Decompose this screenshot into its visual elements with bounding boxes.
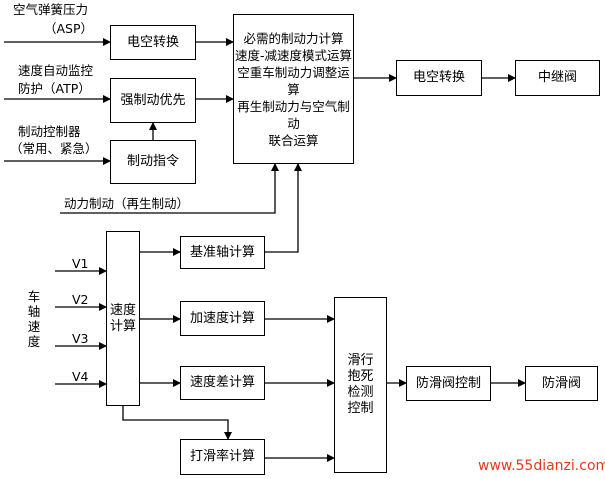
label-axle-speed: 车轴速度 <box>27 289 41 349</box>
label-atp-line2: 防护（ATP） <box>18 81 91 96</box>
box-speed-calc: 速度 计算 <box>106 231 140 406</box>
box-speed-difference-calc: 速度差计算 <box>180 366 265 400</box>
label-v1: V1 <box>72 256 89 271</box>
box-acceleration-calc: 加速度计算 <box>180 301 265 336</box>
label-v4: V4 <box>72 369 89 384</box>
box-reference-axle-calc: 基准轴计算 <box>180 236 265 269</box>
box-anti-skid-valve: 防滑阀 <box>525 366 598 401</box>
box-strong-brake-priority: 强制动优先 <box>110 78 196 123</box>
box-electro-pneumatic-2: 电空转换 <box>396 60 482 96</box>
label-controller-line2: （常用、紧急） <box>10 141 98 156</box>
watermark: www.55dianzi.com <box>478 458 605 474</box>
wire-sc-slip <box>122 406 232 440</box>
box-anti-skid-valve-control: 防滑阀控制 <box>406 366 491 401</box>
box-slip-rate-calc: 打滑率计算 <box>180 439 265 475</box>
label-dynamic-braking: 动力制动（再生制动） <box>64 196 190 211</box>
label-asp-line1: 空气弹簧压力 <box>13 2 89 17</box>
box-brake-force-calc: 必需的制动力计算 速度-减速度模式运算 空重车制动力调整运算 再生制动力与空气制… <box>233 14 354 164</box>
wire-refaxle-calc <box>265 163 302 253</box>
label-asp-line2: （ASP） <box>44 21 94 36</box>
box-electro-pneumatic-1: 电空转换 <box>110 25 196 60</box>
box-brake-command: 制动指令 <box>110 140 196 184</box>
box-relay-valve: 中继阀 <box>515 60 600 96</box>
wire-dynamic <box>60 163 279 214</box>
label-controller-line1: 制动控制器 <box>18 124 81 139</box>
label-atp-line1: 速度自动监控 <box>18 63 94 78</box>
label-v2: V2 <box>72 292 89 307</box>
label-v3: V3 <box>72 331 89 346</box>
box-skid-detection-control: 滑行 抱死 检测 控制 <box>334 297 387 473</box>
